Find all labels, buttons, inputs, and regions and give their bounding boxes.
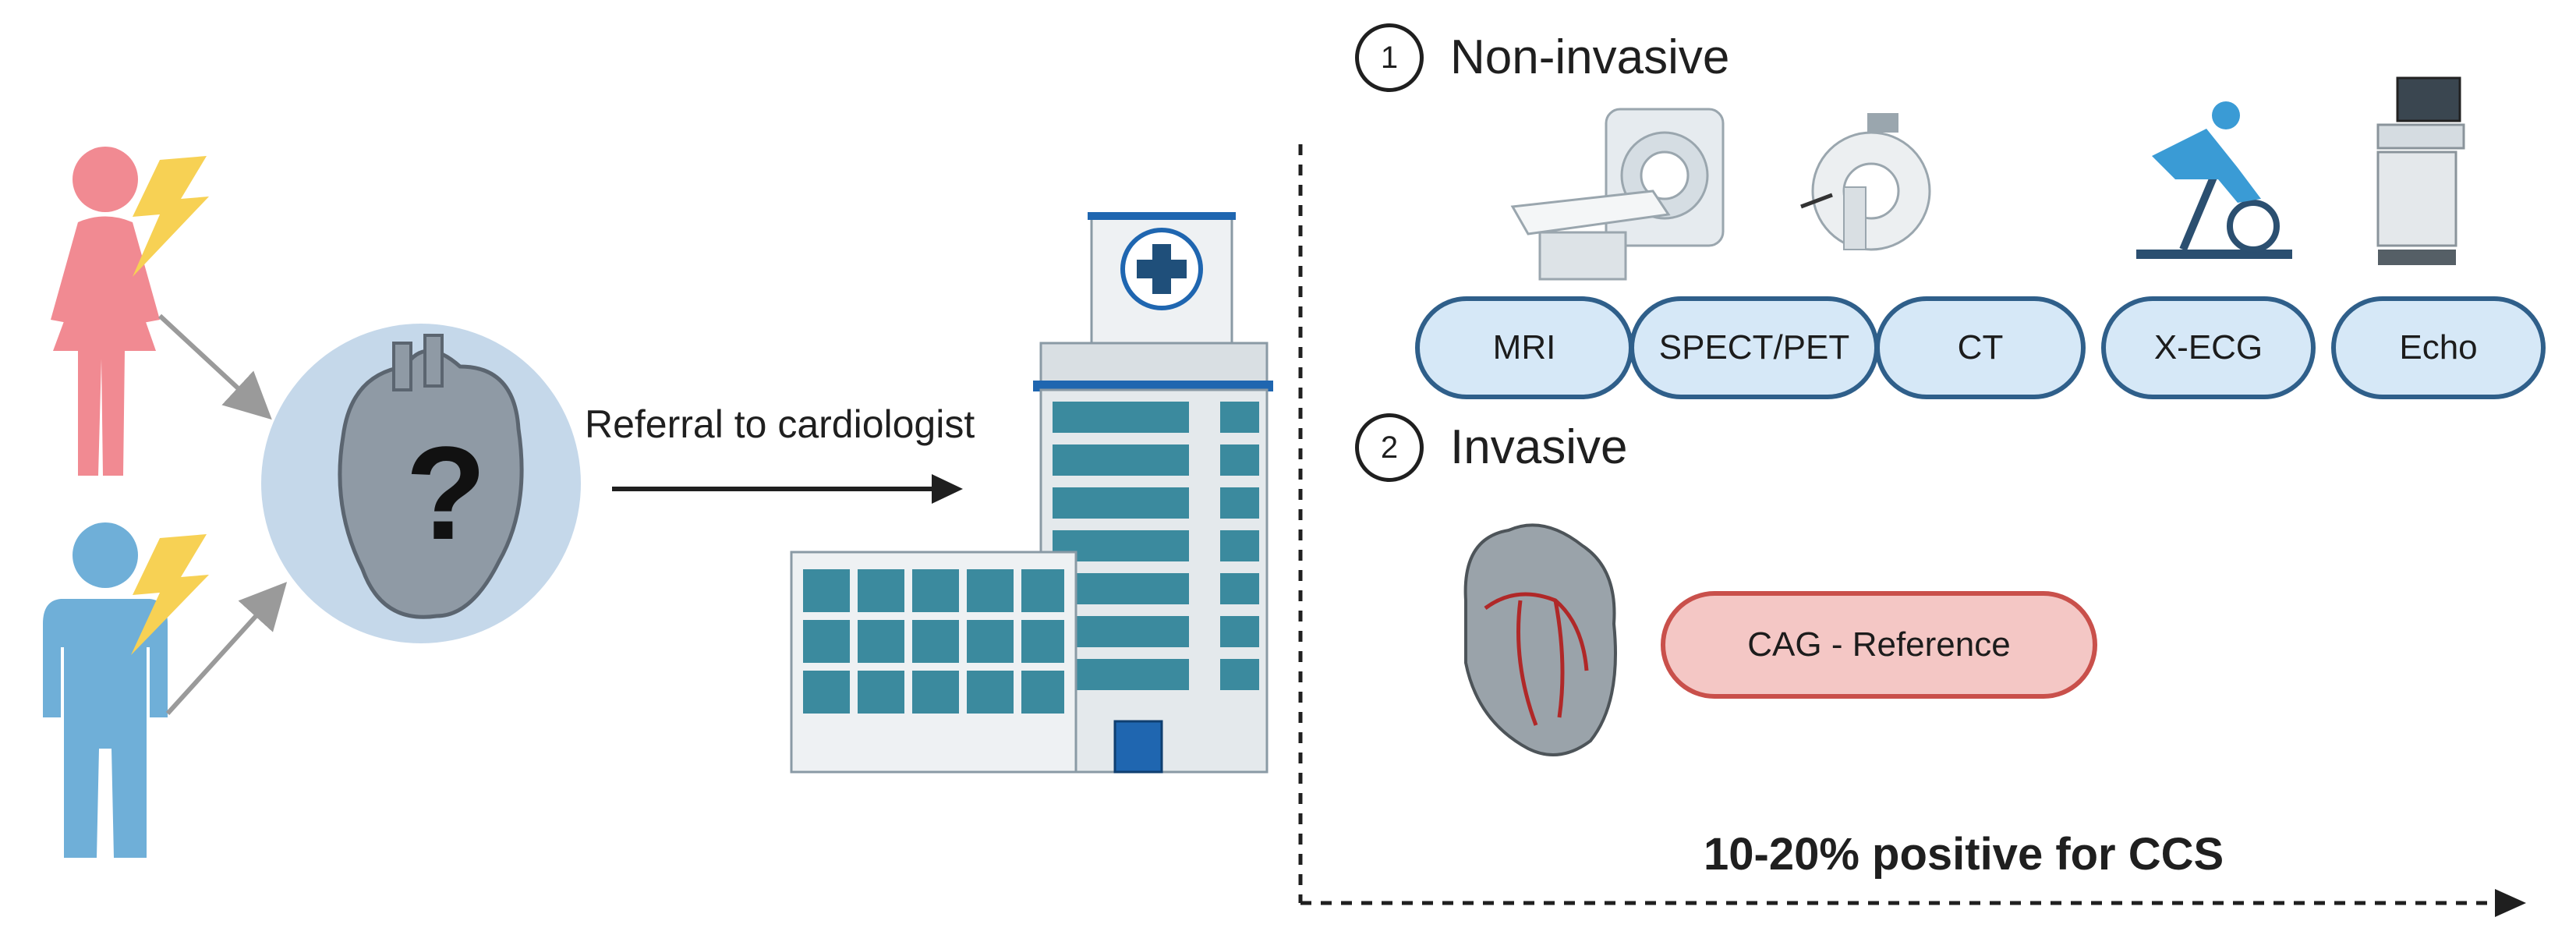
- dashed-arrowhead: [2495, 889, 2526, 917]
- arrow-male-to-heart: [165, 582, 288, 716]
- hospital-tower-windows: [1053, 402, 1259, 690]
- arrow-female-to-heart: [157, 313, 272, 420]
- noninvasive-title: Non-invasive: [1450, 30, 1730, 84]
- invasive-title: Invasive: [1450, 420, 1628, 474]
- chest-pain-lightning-icon: [133, 156, 209, 277]
- exercise-bike-icon: [2136, 101, 2292, 259]
- modality-ct: CT: [1875, 296, 2086, 399]
- referral-arrowhead: [932, 474, 963, 504]
- male-patient-icon: [43, 522, 168, 858]
- step-number-invasive: 2: [1355, 413, 1424, 482]
- coronary-heart-icon: [1463, 523, 1617, 756]
- modality-mri: MRI: [1415, 296, 1633, 399]
- modality-spect-pet: SPECT/PET: [1629, 296, 1879, 399]
- hospital-door: [1113, 720, 1163, 774]
- chest-pain-lightning-icon: [131, 534, 209, 655]
- ct-scanner-icon: [1800, 113, 1931, 251]
- female-patient-icon: [51, 147, 160, 476]
- heart-question-mark: ?: [405, 427, 487, 560]
- hospital-annex-windows: [803, 569, 1064, 714]
- mri-scanner-icon: [1510, 108, 1725, 281]
- modality-echo: Echo: [2331, 296, 2546, 399]
- hospital-building-icon: [790, 212, 1273, 774]
- ultrasound-machine-icon: [2376, 76, 2465, 265]
- modality-x-ecg: X-ECG: [2101, 296, 2316, 399]
- hospital-cross-icon: [1120, 228, 1203, 310]
- step-number-noninvasive: 1: [1355, 23, 1424, 92]
- cag-reference-pill: CAG - Reference: [1661, 591, 2097, 699]
- outcome-label: 10-20% positive for CCS: [1704, 829, 2224, 880]
- heart-question-icon: [261, 324, 581, 643]
- referral-label: Referral to cardiologist: [585, 402, 975, 446]
